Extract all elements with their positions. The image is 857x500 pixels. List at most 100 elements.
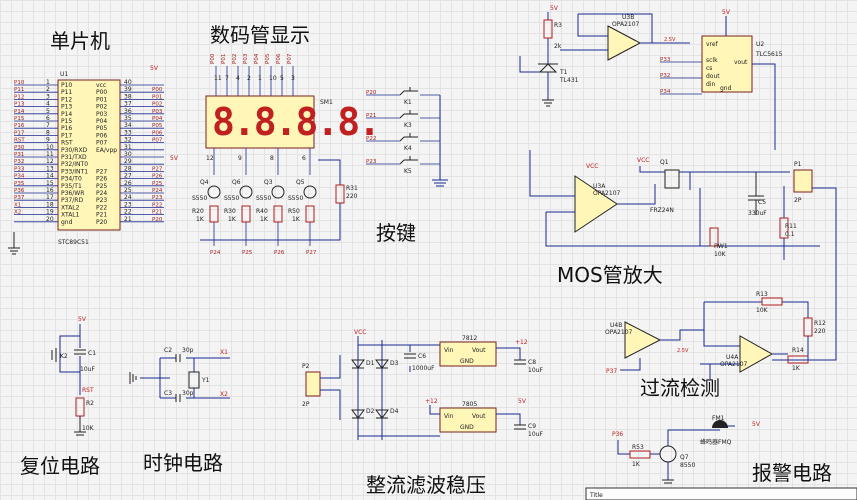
- mcu-left-net: P16: [14, 123, 25, 129]
- display-seg-net: P07: [287, 53, 293, 64]
- c2-ref: C2: [164, 347, 172, 354]
- clock-wires: [140, 357, 230, 399]
- key-net: P22: [366, 136, 376, 142]
- mcu-right-net: P23: [152, 195, 163, 201]
- q1-ref: Q1: [660, 159, 669, 166]
- display-seg-pin-num: 3: [291, 75, 295, 82]
- reference-section: 5V R3 2k T1 TL431 U3B OPA2107 2.5V 5V U2…: [519, 5, 783, 150]
- driver-base-resistor: [273, 205, 283, 223]
- c6-ref: C6: [418, 353, 426, 360]
- display-seg-net: P03: [243, 53, 249, 64]
- bridge-diodes: [351, 359, 389, 419]
- mos-section: VCC U3A OPA2107 VCC Q1 FRZ24N C5 330uF R…: [529, 150, 837, 340]
- mcu-left-pin-num: 2: [46, 86, 50, 93]
- alarm-section: P36 R53 1K Q7 8550 FM1 蜂鸣器FMQ 5V: [612, 415, 761, 484]
- driver-base-resistor: [305, 205, 315, 223]
- t1-symbol: [538, 63, 558, 73]
- mcu-right-pin-name: vcc: [96, 82, 106, 89]
- mcu-left-net: P15: [14, 116, 25, 122]
- mcu-right-pin-num: 38: [124, 93, 132, 100]
- mcu-left-net: P31: [14, 152, 24, 158]
- key-switch-symbol: [399, 156, 418, 165]
- rect-5v-net: 5V: [518, 398, 527, 405]
- driver-res-ref: R30: [224, 208, 236, 215]
- driver-transistor-ref: Q4: [200, 179, 209, 186]
- mcu-left-pin-num: 20: [46, 216, 54, 223]
- display-driver-transistors: Q4S550R201KP24Q6S550R301KP25Q3S550R401KP…: [192, 179, 317, 256]
- q7-body: [659, 445, 677, 463]
- mcu-left-net: P30: [14, 145, 25, 151]
- alarm-wires: [617, 425, 735, 480]
- display-seg-pin-num: 7: [225, 75, 229, 82]
- mcu-right-net: P05: [152, 123, 163, 129]
- c6-val: 1000uF: [412, 365, 435, 372]
- u2-pin-name: gnd: [720, 85, 732, 92]
- mcu-right-net: P20: [152, 217, 163, 223]
- mcu-right-pin-num: 24: [124, 194, 132, 201]
- driver-res-val: 1K: [292, 216, 301, 223]
- r3-ref: R3: [554, 22, 562, 29]
- r11-ref: R11: [785, 223, 797, 230]
- mcu-left-pin-name: XTAL2: [61, 204, 80, 211]
- k2-ref: K2: [60, 353, 68, 360]
- mcu-left-pin-name: P13: [61, 104, 72, 111]
- mcu-left-pin-num: 12: [46, 158, 54, 165]
- t1-ref: T1: [559, 69, 568, 76]
- mcu-right-net: P25: [152, 181, 163, 187]
- driver-res-ref: R40: [256, 208, 268, 215]
- mcu-right-pin-num: 39: [124, 86, 132, 93]
- u2-vcc: 5V: [722, 9, 731, 16]
- mcu-left-pin-name: P16: [61, 125, 72, 132]
- k2-symbol: [51, 348, 57, 362]
- reg-7805-gnd: GND: [460, 424, 474, 431]
- u4a-ref: U4A: [726, 354, 739, 361]
- driver-net: P26: [274, 250, 285, 256]
- rect-wires: [320, 336, 440, 440]
- u2-pin-name: cs: [706, 65, 712, 72]
- q1-body: [664, 169, 680, 189]
- c8-ref: C8: [528, 359, 536, 366]
- mcu-left-pin-num: 10: [46, 144, 54, 151]
- display-seg-net: P02: [232, 54, 238, 64]
- mcu-left-net: RST: [14, 138, 25, 144]
- mcu-left-net: P14: [14, 109, 25, 115]
- r31-body: [335, 184, 345, 204]
- u2-net: P32: [660, 73, 670, 79]
- c1-val: 10uF: [80, 366, 95, 373]
- reg-7812: [439, 341, 497, 367]
- clock-section: C2 30p C3 30p Y1 X1 X2: [129, 347, 230, 402]
- mcu-right-net: P00: [152, 87, 163, 93]
- reset-net: RST: [82, 387, 94, 394]
- display-digit-pin-num: 12: [206, 155, 214, 162]
- r13-body: [761, 297, 783, 306]
- q7-ref: Q7: [680, 454, 689, 461]
- r53-ref: R53: [632, 444, 644, 451]
- p2-connector: [305, 371, 321, 397]
- fm1-ref: FM1: [712, 415, 725, 422]
- mcu-left-pin-num: 13: [46, 165, 54, 172]
- mcu-left-net: P13: [14, 102, 25, 108]
- u3a-part: OPA2107: [593, 190, 621, 197]
- mcu-right-pin-name: P21: [96, 212, 107, 219]
- u2-net: P33: [660, 57, 671, 63]
- u4b-amp: [624, 321, 662, 359]
- r11-val: 0.1: [785, 231, 795, 238]
- alarm-vcc: 5V: [752, 421, 761, 428]
- driver-transistor-part: S550: [224, 195, 239, 202]
- mcu-left-net: X2: [14, 210, 21, 216]
- p1-connector: [793, 169, 813, 193]
- mcu-left-pin-name: P35/T1: [61, 183, 82, 190]
- reg-7805-vout: Vout: [472, 413, 486, 420]
- c3-ref: C3: [164, 390, 172, 397]
- display-seg-net: P06: [276, 53, 282, 64]
- mcu-ea-net: 5V: [170, 155, 179, 162]
- mcu-left-pin-name: gnd: [61, 219, 73, 226]
- mcu-right-pin-name: P01: [96, 96, 107, 103]
- mcu-right-pin-num: 23: [124, 201, 132, 208]
- driver-base-resistor: [209, 205, 219, 223]
- keys-ground-symbol: [432, 95, 448, 187]
- driver-transistor-body: [207, 185, 221, 199]
